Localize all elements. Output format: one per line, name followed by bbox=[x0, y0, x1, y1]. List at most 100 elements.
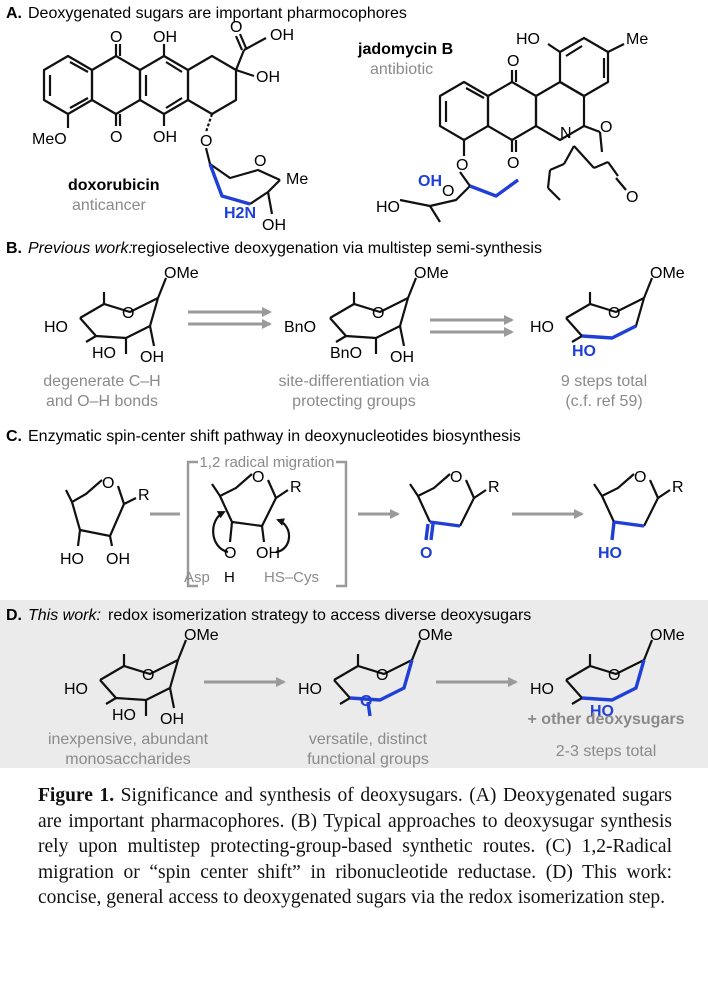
caption-text: Significance and synthesis of deoxysugar… bbox=[38, 785, 672, 908]
svg-text:OH: OH bbox=[153, 129, 177, 146]
panel-c-ribose-1 bbox=[65, 479, 137, 547]
panel-b-sugar-1-labels: OMe HO HO OH O bbox=[44, 265, 199, 366]
svg-text:O: O bbox=[230, 19, 242, 36]
svg-text:HO: HO bbox=[44, 319, 68, 336]
svg-text:OH: OH bbox=[153, 29, 177, 46]
panel-d-letter: D. bbox=[6, 607, 22, 624]
svg-text:N: N bbox=[560, 125, 572, 142]
panel-c-letter: C. bbox=[6, 428, 22, 445]
svg-text:O: O bbox=[507, 53, 519, 70]
svg-text:O: O bbox=[608, 667, 620, 684]
svg-text:Me: Me bbox=[286, 171, 308, 188]
jadomycin-blue-bonds bbox=[469, 178, 519, 198]
panel-b-sugar-1 bbox=[79, 277, 168, 354]
svg-text:R: R bbox=[672, 479, 684, 496]
panel-d-header: redox isomerization strategy to access d… bbox=[108, 607, 531, 624]
panel-d-col1-line1: inexpensive, abundant bbox=[48, 731, 209, 748]
svg-text:O: O bbox=[102, 475, 114, 492]
svg-text:H: H bbox=[224, 569, 235, 586]
panel-a-header: Deoxygenated sugars are important pharmo… bbox=[28, 5, 407, 22]
svg-text:HO: HO bbox=[530, 681, 554, 698]
svg-text:R: R bbox=[290, 479, 302, 496]
svg-text:O: O bbox=[456, 157, 468, 174]
svg-text:O: O bbox=[122, 305, 134, 322]
panel-c-header: Enzymatic spin-center shift pathway in d… bbox=[28, 428, 521, 445]
panel-d-sugar-2-blue bbox=[349, 659, 414, 717]
figure-caption: Figure 1. Significance and synthesis of … bbox=[38, 783, 672, 911]
svg-text:HS–Cys: HS–Cys bbox=[264, 569, 319, 586]
svg-text:OH: OH bbox=[390, 349, 414, 366]
panel-c-deoxy-blue bbox=[610, 520, 645, 541]
svg-text:OMe: OMe bbox=[650, 265, 685, 282]
svg-text:O: O bbox=[252, 469, 264, 486]
svg-text:O: O bbox=[224, 545, 236, 562]
jadomycin-structure bbox=[399, 36, 627, 223]
svg-text:O: O bbox=[634, 469, 646, 486]
svg-text:OMe: OMe bbox=[414, 265, 449, 282]
panel-d-background bbox=[0, 600, 708, 768]
panel-c: C. Enzymatic spin-center shift pathway i… bbox=[6, 428, 684, 588]
panel-b-col3-line1: 9 steps total bbox=[561, 373, 647, 390]
panel-b-col1-line1: degenerate C–H bbox=[43, 373, 160, 390]
panel-d-col2-line1: versatile, distinct bbox=[309, 731, 428, 748]
panel-c-ketone-blue bbox=[424, 520, 461, 541]
svg-text:OMe: OMe bbox=[184, 627, 219, 644]
svg-text:O: O bbox=[360, 693, 372, 710]
panel-d-col2-line2: functional groups bbox=[307, 751, 429, 768]
panel-d-sugar-3 bbox=[565, 639, 654, 705]
svg-text:MeO: MeO bbox=[32, 131, 67, 148]
panel-a: A. Deoxygenated sugars are important pha… bbox=[6, 5, 648, 234]
panel-d-col3-bold: + other deoxysugars bbox=[528, 711, 685, 728]
svg-text:OH: OH bbox=[140, 349, 164, 366]
panel-d-sugar-3-blue bbox=[581, 659, 646, 702]
panel-b-col2-line2: protecting groups bbox=[292, 393, 416, 410]
panel-d-sugar-1-labels: OMe HO HO OH O bbox=[64, 627, 219, 728]
caption-label: Figure 1. bbox=[38, 785, 115, 806]
panel-c-ribose-2 bbox=[211, 473, 291, 554]
doxorubicin-blue-bonds bbox=[208, 163, 251, 206]
panel-c-ketone bbox=[409, 473, 487, 527]
panel-b-sugar-2 bbox=[329, 277, 418, 354]
svg-text:O: O bbox=[608, 305, 620, 322]
svg-text:OH: OH bbox=[106, 551, 130, 568]
doxorubicin-activity: anticancer bbox=[72, 197, 146, 214]
panel-b-col2-line1: site-differentiation via bbox=[279, 373, 430, 390]
panel-b-col3-line2: (c.f. ref 59) bbox=[565, 393, 642, 410]
svg-text:OH: OH bbox=[160, 711, 184, 728]
svg-text:OH: OH bbox=[418, 173, 442, 190]
svg-text:OMe: OMe bbox=[164, 265, 199, 282]
svg-text:O: O bbox=[376, 667, 388, 684]
svg-text:HO: HO bbox=[112, 707, 136, 724]
doxorubicin-labels: O OH O OH OH MeO O OH O O Me H2N OH bbox=[32, 19, 308, 234]
svg-text:O: O bbox=[450, 469, 462, 486]
panel-d-col1-line2: monosaccharides bbox=[65, 751, 190, 768]
svg-text:O: O bbox=[372, 305, 384, 322]
svg-text:O: O bbox=[110, 129, 122, 146]
jadomycin-name: jadomycin B bbox=[357, 41, 453, 58]
svg-text:HO: HO bbox=[530, 319, 554, 336]
doxorubicin-name: doxorubicin bbox=[68, 177, 160, 194]
panel-d-header-italic: This work: bbox=[28, 607, 101, 624]
svg-text:Me: Me bbox=[626, 31, 648, 48]
svg-text:O: O bbox=[420, 545, 432, 562]
panel-c-bracket-right bbox=[336, 460, 348, 588]
svg-text:O: O bbox=[254, 153, 266, 170]
svg-text:O: O bbox=[110, 29, 122, 46]
jadomycin-labels: HO Me O O N O O O OH O HO bbox=[376, 31, 648, 216]
panel-c-deoxy bbox=[593, 473, 671, 527]
panel-c-bracket-title: 1,2 radical migration bbox=[199, 454, 334, 471]
svg-text:H2N: H2N bbox=[224, 205, 256, 222]
svg-text:O: O bbox=[442, 183, 454, 200]
panel-b-col1-line2: and O–H bonds bbox=[46, 393, 158, 410]
svg-text:O: O bbox=[507, 155, 519, 172]
panel-b-sugar-3-labels: OMe HO HO O bbox=[530, 265, 685, 360]
svg-text:HO: HO bbox=[64, 681, 88, 698]
svg-text:HO: HO bbox=[92, 345, 116, 362]
svg-text:BnO: BnO bbox=[330, 345, 362, 362]
svg-text:R: R bbox=[138, 487, 150, 504]
panel-d-sugar-3-labels: OMe HO HO O bbox=[530, 627, 685, 720]
svg-text:OMe: OMe bbox=[418, 627, 453, 644]
jadomycin-activity: antibiotic bbox=[370, 61, 433, 78]
panel-b: B. Previous work: regioselective deoxyge… bbox=[6, 240, 685, 410]
panel-d-col3-line2: 2-3 steps total bbox=[556, 743, 657, 760]
